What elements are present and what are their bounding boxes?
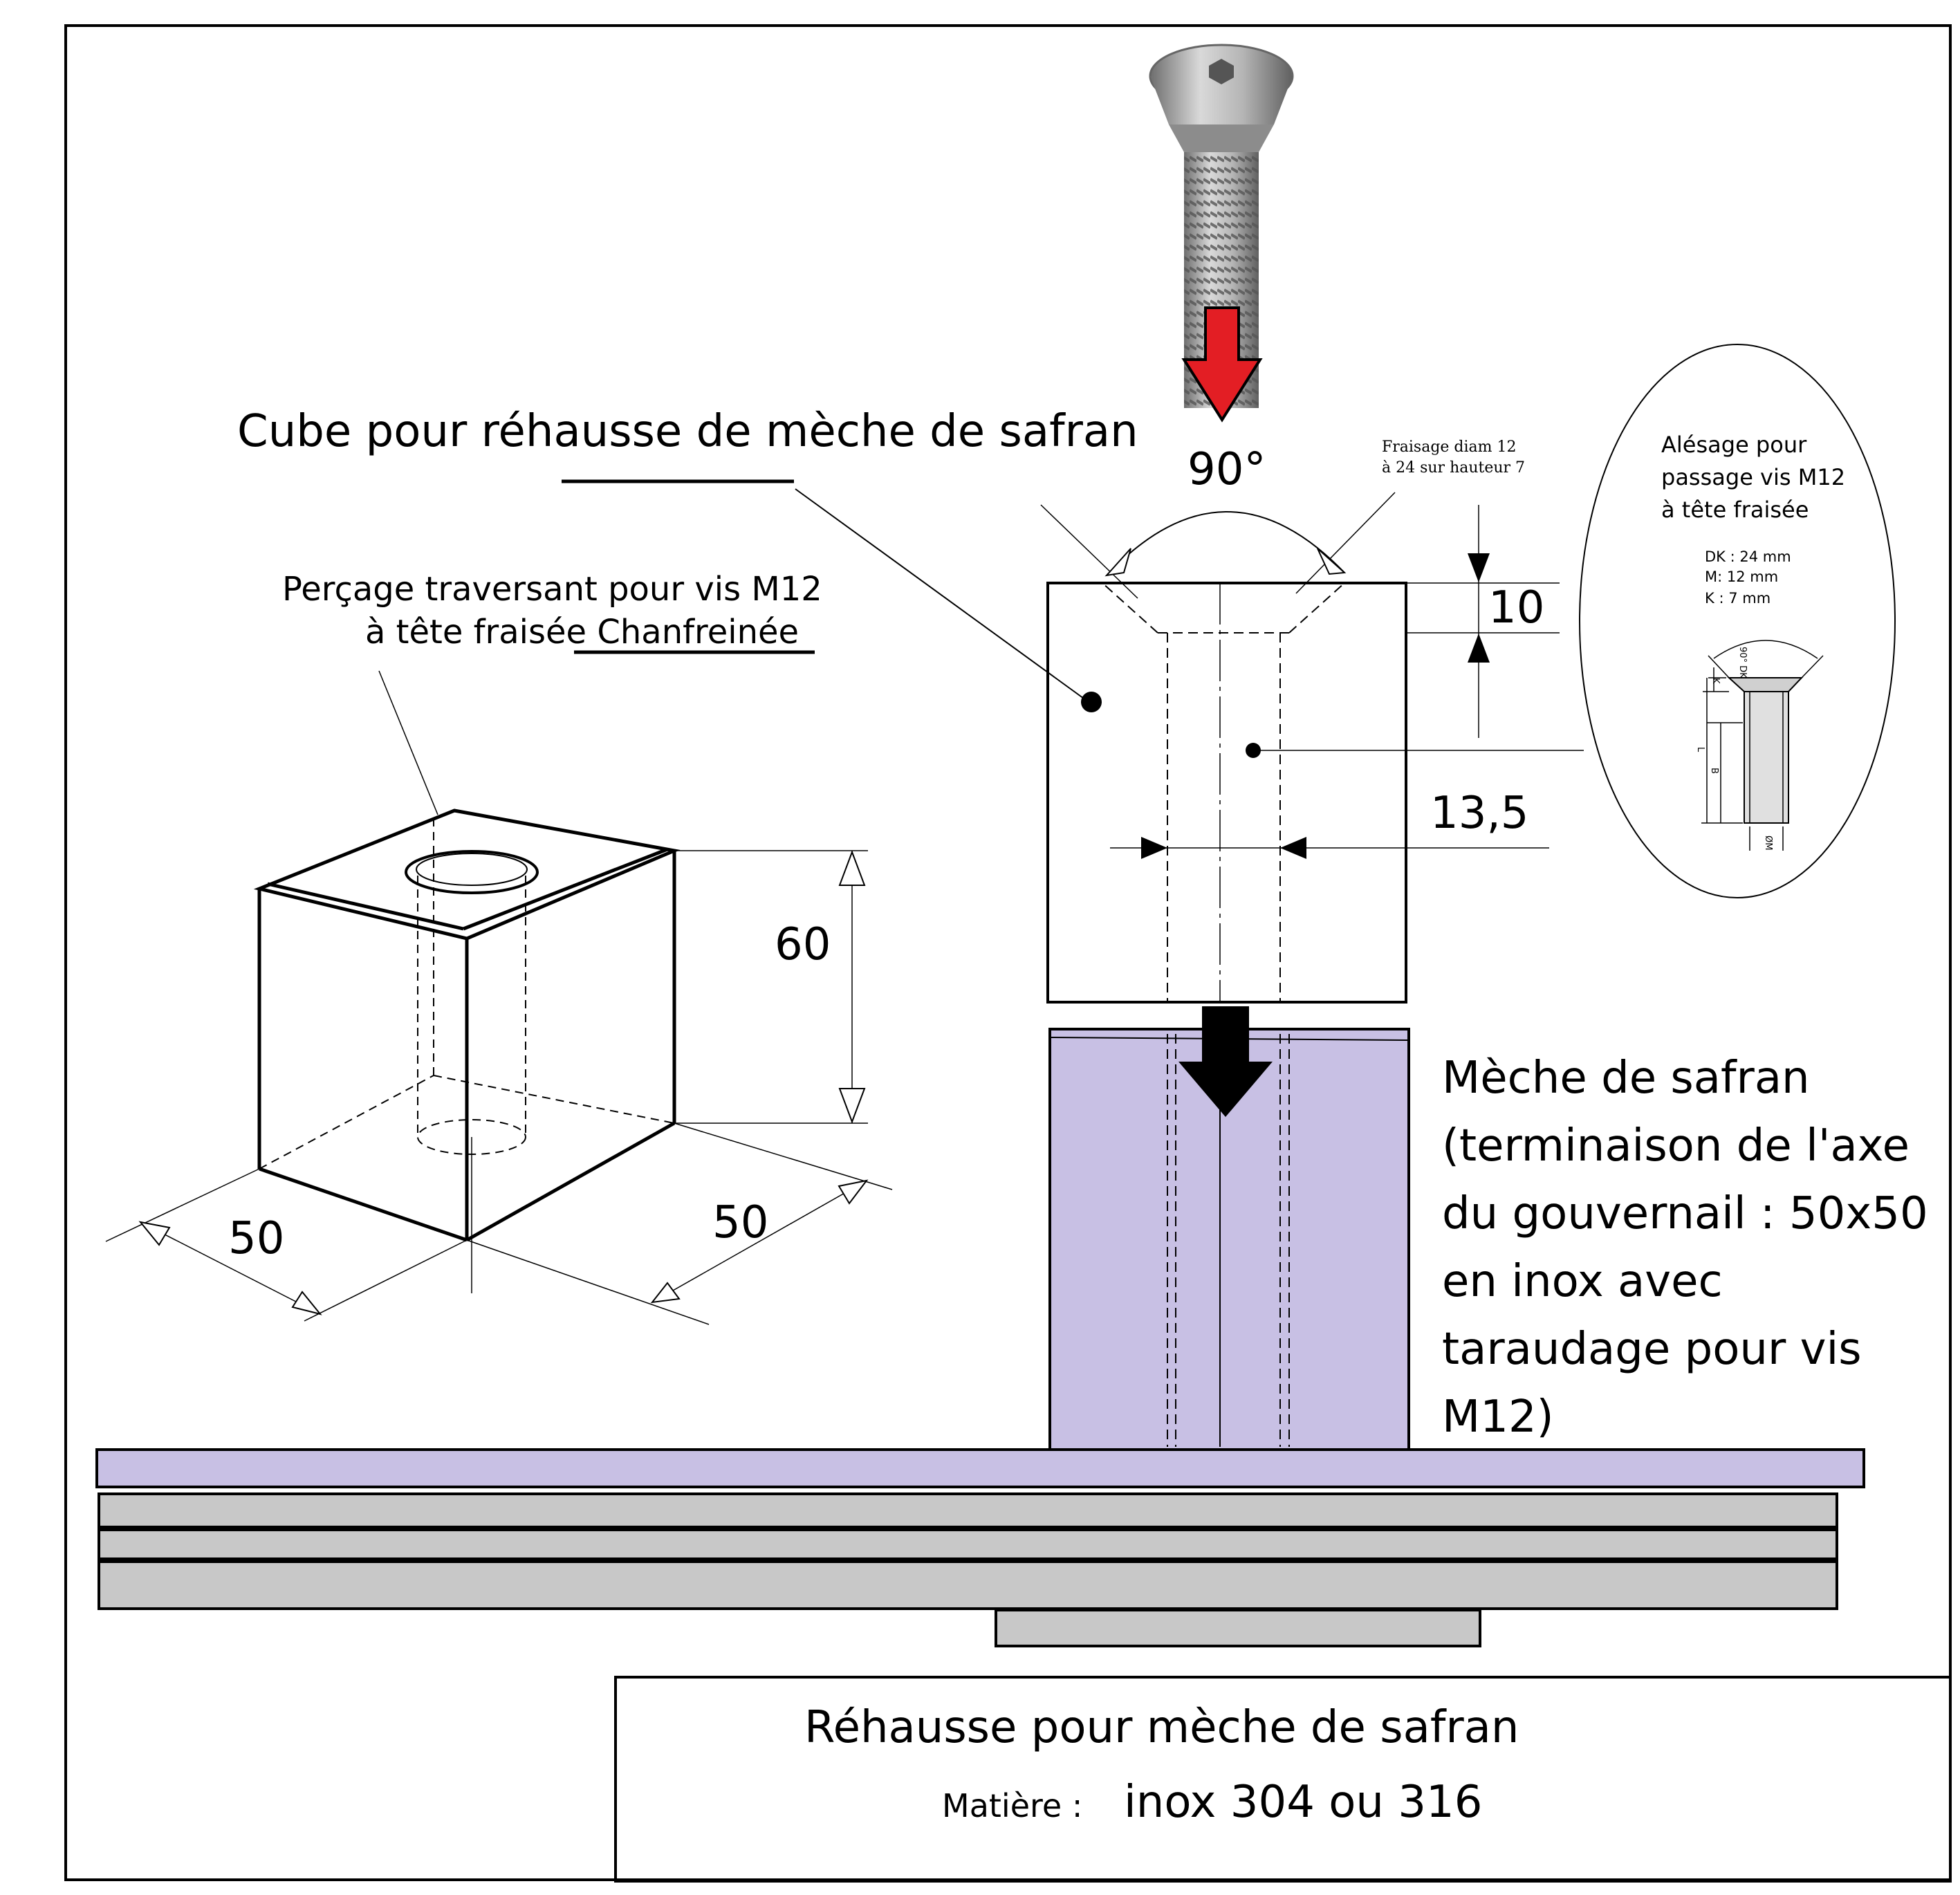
drill-note-line1: Perçage traversant pour vis M12 [282,570,822,609]
dimension-60: 60 [775,919,831,970]
dimension-13-5: 13,5 [1430,788,1529,839]
screw-schematic [1701,640,1824,851]
schematic-k-label: K [1710,678,1721,684]
stock-note-line5: taraudage pour vis [1442,1324,1862,1375]
dimension-50-right: 50 [712,1197,769,1248]
schematic-b-label: B [1709,768,1719,774]
angle-label: 90° [1187,444,1266,495]
base-plates [95,1448,1865,1647]
stock-note-line6: M12) [1442,1392,1554,1443]
angle-arrowheads [1104,548,1347,577]
stock-note-line4: en inox avec [1442,1256,1723,1307]
stock-note-line1: Mèche de safran [1442,1053,1810,1104]
spec-dk: DK : 24 mm [1705,548,1791,565]
schematic-m-label: ØM [1763,835,1773,851]
reference-dot-small [1246,743,1261,758]
black-down-arrow-icon [1178,1006,1273,1117]
material-value: inox 304 ou 316 [1124,1777,1483,1828]
plate-lower [98,1560,1838,1610]
spec-m: M: 12 mm [1705,568,1779,585]
bore-note-line1: Alésage pour [1661,432,1807,458]
title-block-title: Réhausse pour mèche de safran [804,1702,1519,1753]
dimension-arrowheads [1081,553,1490,859]
material-label: Matière : [942,1787,1083,1824]
dimension-10: 10 [1488,582,1545,634]
dimension-50-left: 50 [228,1213,285,1264]
schematic-l-label: L [1695,747,1705,752]
spec-k: K : 7 mm [1705,590,1771,607]
stock-note-line2: (terminaison de l'axe [1442,1120,1910,1172]
bore-note-line3: à tête fraisée [1661,497,1809,523]
cube-side-view [1040,492,1584,1004]
milling-note-line1: Fraisage diam 12 [1382,438,1517,456]
plate-upper [98,1492,1838,1528]
text-underlines [562,479,815,654]
isometric-arrowheads [138,850,869,1315]
stock-flange [95,1448,1865,1488]
cube-title: Cube pour réhausse de mèche de safran [237,406,1138,457]
schematic-dk-label: 90° DK [1737,647,1748,678]
milling-note-line2: à 24 sur hauteur 7 [1382,459,1526,477]
isometric-cube [105,670,893,1325]
plate-middle [98,1528,1838,1560]
reference-dot [1081,692,1102,712]
stock-note-line3: du gouvernail : 50x50 [1442,1188,1928,1239]
red-down-arrow-icon [1181,306,1263,423]
plate-bottom-block [995,1609,1481,1647]
drill-note-line2: à tête fraisée Chanfreinée [365,613,799,651]
bore-note-line2: passage vis M12 [1661,464,1846,490]
title-block-box [614,1676,1952,1883]
title-leader [795,488,1089,703]
bore-callout-ellipse [1579,344,1896,898]
